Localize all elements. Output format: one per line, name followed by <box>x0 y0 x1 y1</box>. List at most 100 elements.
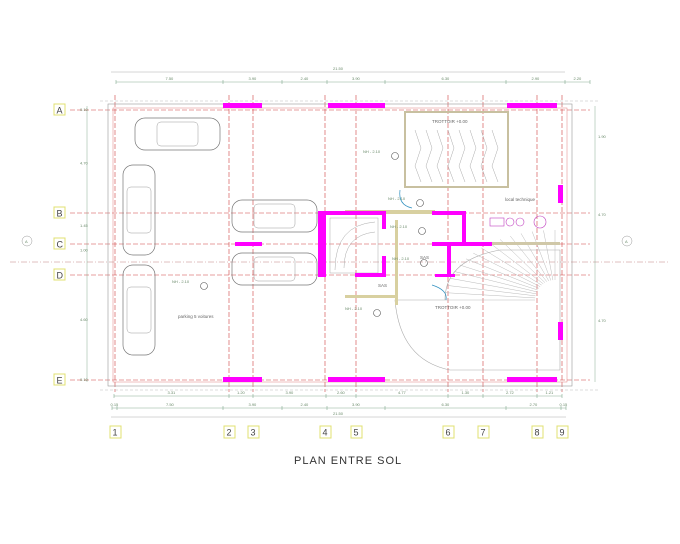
grid-tag-row-E: E <box>57 376 63 386</box>
section-mark-left-label: A <box>25 239 28 244</box>
stair-tread <box>481 247 542 286</box>
wall-segment <box>382 211 386 229</box>
left-dim-label: 1.45 <box>80 223 89 228</box>
wall-segment <box>318 211 324 277</box>
top-dim-label: 6.30 <box>442 76 451 81</box>
level-marker-icon <box>418 227 426 235</box>
bottom-dim-2-label: 6.30 <box>442 402 451 407</box>
technical-equipment <box>489 215 547 229</box>
wall-segment <box>223 377 262 382</box>
grid-tag-box-4 <box>319 425 332 439</box>
drawing-title: PLAN ENTRE SOL <box>294 455 402 467</box>
grid-tag-row-B: B <box>57 209 63 219</box>
level-label: NH - 2.10 <box>390 224 408 229</box>
wall-segment <box>322 211 385 215</box>
right-dim-label: 4.70 <box>598 212 607 217</box>
top-dim-label: 2.20 <box>574 76 583 81</box>
wall-segment <box>432 242 492 246</box>
bottom-total-label: 21.50 <box>333 411 344 416</box>
bottom-dim-2-label: 7.50 <box>166 402 175 407</box>
stair-tread <box>447 129 455 183</box>
sidewalk-bottom-label: TROTTOIR +0.00 <box>435 305 471 310</box>
car-roof <box>156 121 199 147</box>
parked-cars <box>122 117 318 356</box>
left-dim-label: 4.60 <box>80 317 89 322</box>
wall-segment <box>382 256 386 276</box>
left-dim-label: 0.10 <box>80 377 89 382</box>
grid-tag-box-B <box>53 206 66 219</box>
stair-tread <box>499 239 546 283</box>
technical-room-label: local technique <box>505 197 536 202</box>
stair-tread <box>469 129 477 183</box>
bottom-dim-1-label: 3.90 <box>286 390 295 395</box>
bottom-dim-2-label: 3.90 <box>352 402 361 407</box>
left-dim-label: 4.70 <box>80 161 89 166</box>
straight-stair <box>414 129 499 183</box>
grid-tag-col-1: 1 <box>113 428 118 438</box>
level-marker-icon <box>200 282 208 290</box>
stair-tread <box>480 129 488 183</box>
grid-tag-box-3 <box>247 425 260 439</box>
car-body <box>231 252 318 286</box>
wall-segment <box>223 103 262 108</box>
bottom-dim-2-label: 0.15 <box>111 402 120 407</box>
left-dim-label: 0.10 <box>80 107 89 112</box>
car <box>122 164 156 256</box>
level-marker-icon <box>373 309 381 317</box>
wall-segment <box>235 242 262 246</box>
top-dim-label: 2.90 <box>532 76 541 81</box>
grid-tag-box-6 <box>442 425 455 439</box>
grid-tag-col-7: 7 <box>481 428 486 438</box>
stair-tread <box>450 278 537 295</box>
grid-tag-box-E <box>53 373 66 386</box>
doors <box>399 189 447 301</box>
top-total-label: 21.50 <box>333 66 344 71</box>
level-label: NH - 2.10 <box>363 149 381 154</box>
grid-tag-row-C: C <box>57 240 64 250</box>
grid-tag-row-D: D <box>57 271 64 281</box>
grid-tag-box-2 <box>223 425 236 439</box>
grid-tag-col-5: 5 <box>354 428 359 438</box>
stair-tread <box>465 258 539 289</box>
bottom-dim-1-label: 3.31 <box>168 390 177 395</box>
staircases <box>329 111 561 371</box>
walls <box>223 103 563 382</box>
grid-tag-row-A: A <box>57 106 63 116</box>
grid-tag-box-7 <box>477 425 490 439</box>
wall-segment <box>328 103 385 108</box>
stair-tread <box>491 129 499 183</box>
car-roof <box>126 286 152 334</box>
car <box>231 199 318 233</box>
stair-tread <box>531 231 552 281</box>
grid-tag-box-8 <box>531 425 544 439</box>
grid-tag-box-D <box>53 268 66 281</box>
level-marker-icon <box>391 152 399 160</box>
top-dim-label: 3.90 <box>249 76 258 81</box>
bottom-dim-2-label: 3.90 <box>249 402 258 407</box>
bottom-dim-1-label: 2.60 <box>337 390 346 395</box>
car <box>231 252 318 286</box>
car <box>134 117 221 151</box>
wall-segment <box>447 245 451 275</box>
bottom-dim-1-label: 4.77 <box>398 390 407 395</box>
level-marker-icon <box>416 199 424 207</box>
parking-label: parking 5 voitures <box>178 314 214 319</box>
wall-segment <box>462 211 466 245</box>
wall-segment <box>558 185 563 203</box>
section-mark-left: A <box>21 235 33 247</box>
level-label: NH - 2.10 <box>388 196 406 201</box>
grid-tag-box-5 <box>350 425 363 439</box>
car-roof <box>126 186 152 234</box>
stair-tread <box>520 233 550 282</box>
section-mark-right-label: A <box>625 239 628 244</box>
sas-label-2: SAS <box>378 283 387 288</box>
stair-tread <box>436 129 444 183</box>
car-body <box>134 117 221 151</box>
bottom-dim-2-label: 2.40 <box>301 402 310 407</box>
grid-tag-box-1 <box>109 425 122 439</box>
grid-tag-col-9: 9 <box>560 428 565 438</box>
top-dim-label: 2.40 <box>301 76 310 81</box>
